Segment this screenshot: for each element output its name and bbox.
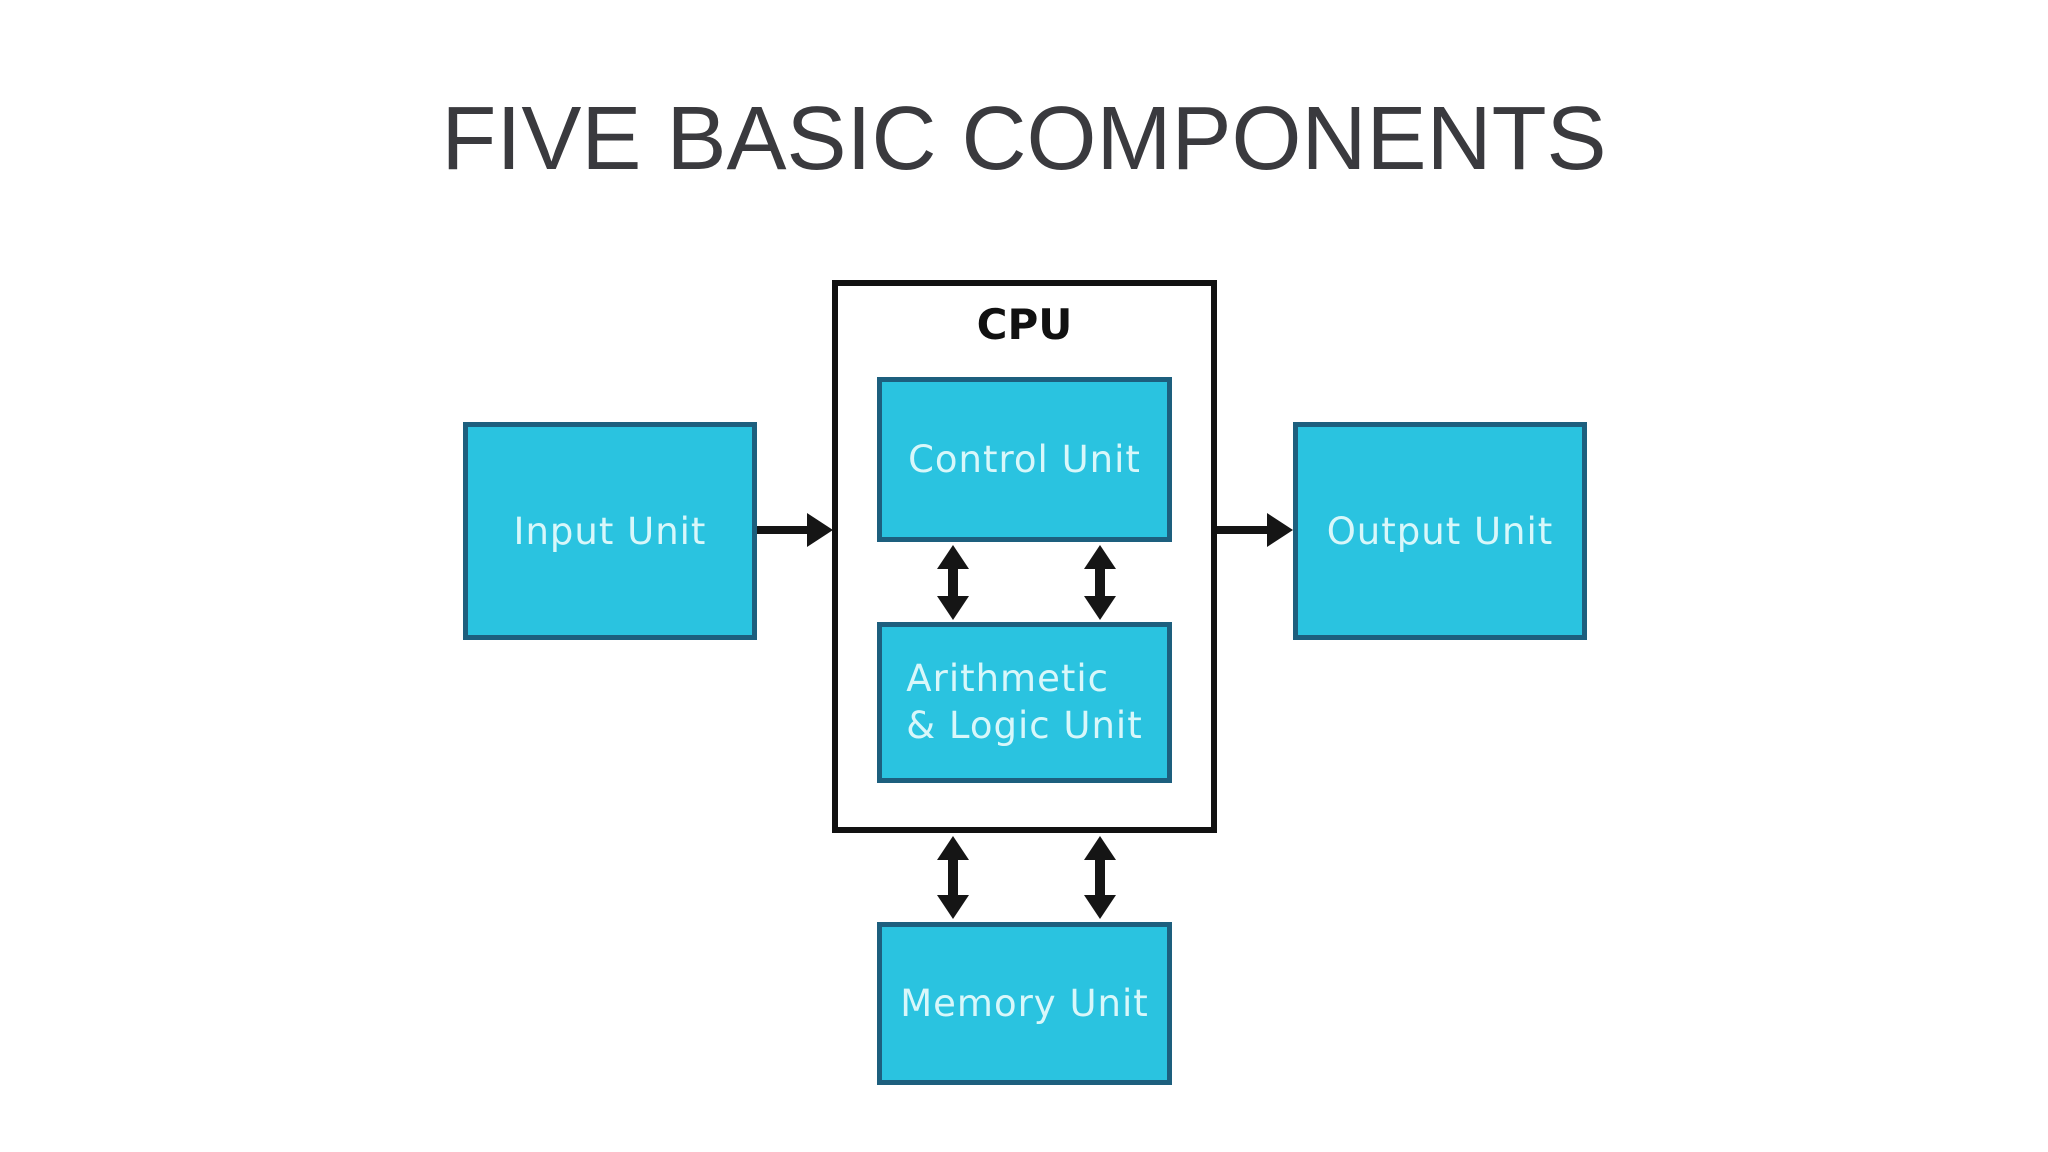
output-unit-box: Output Unit (1293, 422, 1587, 640)
arrow-input-to-cpu (757, 513, 833, 547)
arrow-cpu-to-output (1217, 513, 1293, 547)
page-title: FIVE BASIC COMPONENTS (441, 89, 1607, 189)
control-unit-label: Control Unit (908, 438, 1141, 481)
arithmetic-logic-unit-box: Arithmetic & Logic Unit (877, 622, 1172, 783)
arrow-cpu-memory-right (1084, 836, 1116, 919)
cpu-label: CPU (976, 300, 1073, 349)
arrow-cpu-memory-left (937, 836, 969, 919)
memory-unit-box: Memory Unit (877, 922, 1172, 1085)
cpu-container-box: CPU Control Unit Arithmetic & Logic Unit (832, 280, 1217, 833)
arithmetic-logic-unit-label: Arithmetic & Logic Unit (906, 657, 1143, 747)
output-unit-label: Output Unit (1326, 509, 1554, 553)
memory-unit-label: Memory Unit (900, 982, 1149, 1025)
input-unit-label: Input Unit (513, 509, 707, 553)
control-unit-box: Control Unit (877, 377, 1172, 542)
input-unit-box: Input Unit (463, 422, 757, 640)
